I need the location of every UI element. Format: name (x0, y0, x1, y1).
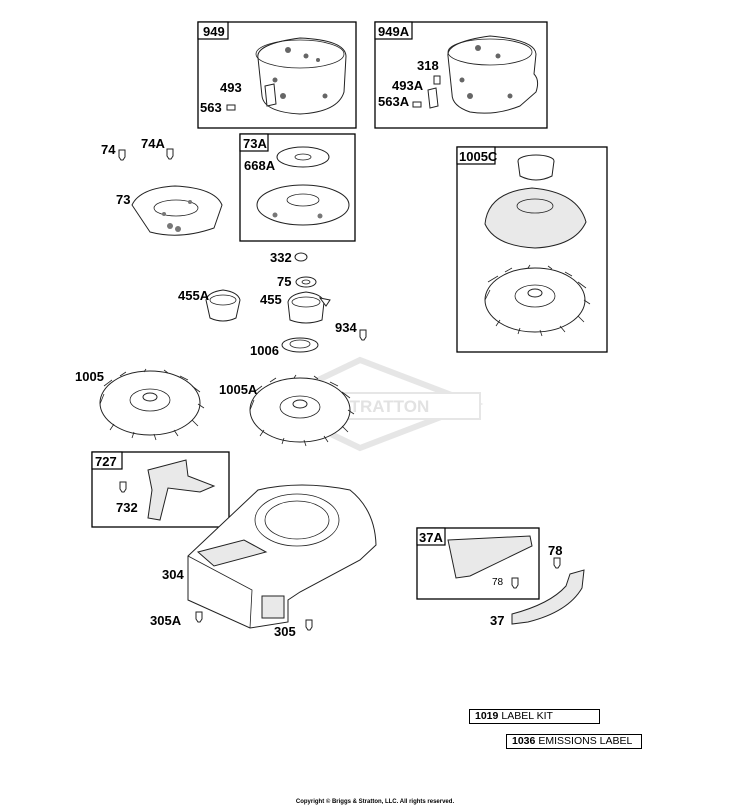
part-label-78[interactable]: 78 (548, 543, 562, 558)
screw-icon (166, 148, 174, 160)
group-box-37a (416, 527, 540, 600)
group-label-949a[interactable]: 949A (378, 24, 410, 39)
part-label-305a[interactable]: 305A (150, 613, 182, 628)
washer-icon (295, 276, 317, 288)
flywheel-fan-icon (484, 264, 591, 337)
screw-icon (195, 611, 203, 623)
part-label-74[interactable]: 74 (101, 142, 116, 157)
group-label-37a[interactable]: 37A (419, 530, 443, 545)
air-guide-icon (147, 459, 216, 521)
starter-cup-icon (287, 291, 331, 324)
copyright-notice: Copyright © Briggs & Stratton, LLC. All … (295, 799, 455, 805)
part-label-332[interactable]: 332 (270, 250, 292, 265)
baffle-icon (511, 569, 585, 625)
base-plate-icon (131, 185, 223, 236)
screw-icon (412, 101, 422, 108)
part-label-75[interactable]: 75 (277, 274, 291, 289)
group-box-949 (197, 21, 357, 129)
kit-number: 1019 (475, 710, 499, 722)
kit-label: EMISSIONS LABEL (538, 735, 633, 747)
cap-icon (517, 154, 555, 181)
air-cleaner-cover-icon (447, 35, 539, 114)
screw-icon (359, 329, 367, 341)
part-label-493[interactable]: 493 (220, 80, 242, 95)
group-tag-727 (91, 451, 123, 470)
nut-icon (294, 252, 308, 262)
screw-icon (433, 75, 441, 85)
baffle-icon (447, 535, 533, 579)
group-box-73a (239, 133, 356, 242)
blower-housing-icon (187, 484, 377, 629)
group-label-949[interactable]: 949 (203, 24, 225, 39)
group-tag-1005c (456, 146, 496, 165)
part-label-732[interactable]: 732 (116, 500, 138, 515)
part-label-563a[interactable]: 563A (378, 94, 410, 109)
part-label-455a[interactable]: 455A (178, 288, 210, 303)
part-label-934[interactable]: 934 (335, 320, 357, 335)
starter-cup-icon (205, 289, 241, 322)
group-box-727 (91, 451, 230, 528)
part-label-305[interactable]: 305 (274, 624, 296, 639)
screw-icon (305, 619, 313, 631)
part-label-74a[interactable]: 74A (141, 136, 165, 151)
screw-icon (118, 149, 126, 161)
gasket-icon (276, 146, 330, 168)
flywheel-fan-icon (99, 368, 205, 441)
group-label-1005c[interactable]: 1005C (459, 149, 498, 164)
part-label-78-inset[interactable]: 78 (492, 577, 504, 588)
part-label-668a[interactable]: 668A (244, 158, 276, 173)
group-label-73a[interactable]: 73A (243, 136, 267, 151)
air-cleaner-cover-icon (255, 37, 347, 115)
part-label-1005a[interactable]: 1005A (219, 382, 258, 397)
screw-icon (119, 481, 127, 493)
screw-icon (553, 557, 561, 569)
rotating-screen-icon (484, 187, 587, 249)
group-box-949a (374, 21, 548, 129)
bracket-icon (427, 87, 439, 109)
group-tag-73a (239, 133, 269, 152)
part-label-1005[interactable]: 1005 (75, 369, 104, 384)
part-label-318[interactable]: 318 (417, 58, 439, 73)
part-label-73[interactable]: 73 (116, 192, 130, 207)
kit-number: 1036 (512, 735, 536, 747)
part-label-563[interactable]: 563 (200, 100, 222, 115)
flywheel-fan-icon (249, 374, 355, 447)
part-label-1006[interactable]: 1006 (250, 343, 279, 358)
base-plate-icon (256, 184, 350, 226)
group-tag-949 (197, 21, 229, 40)
kit-label: LABEL KIT (501, 710, 553, 722)
part-label-493a[interactable]: 493A (392, 78, 424, 93)
group-box-1005c (456, 146, 608, 353)
part-label-455[interactable]: 455 (260, 292, 282, 307)
screw-icon (511, 577, 519, 589)
watermark-text: &STRATTON (326, 397, 429, 416)
group-tag-949a (374, 21, 413, 40)
part-label-37[interactable]: 37 (490, 613, 504, 628)
bracket-icon (264, 83, 277, 107)
retainer-ring-icon (281, 337, 319, 353)
group-tag-37a (416, 527, 446, 546)
part-label-304[interactable]: 304 (162, 567, 184, 582)
screw-icon (226, 104, 236, 111)
group-label-727[interactable]: 727 (95, 454, 117, 469)
